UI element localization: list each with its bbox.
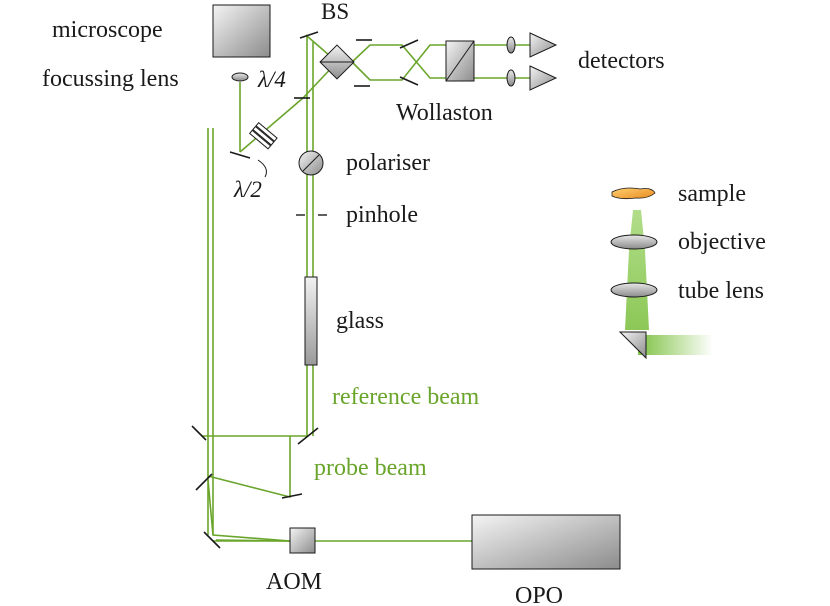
waveplates-icon [248,121,278,150]
label-bs: BS [321,0,349,24]
label-inset-tube-lens: tube lens [678,278,764,304]
mirror-bs-top-left [299,31,319,39]
inset-sample-icon [611,187,656,200]
beam-probe-diagonal [207,436,291,499]
beam-bs-out-b [351,44,446,81]
label-polariser: polariser [346,150,430,176]
beam-fan-left [207,479,291,542]
microscope-box [212,4,271,58]
detector-lens-top-icon [506,36,516,54]
beam-microscope-to-bs [239,61,338,153]
mirror-reference-right [297,427,319,445]
detector-top-icon [529,32,558,58]
label-lambda-half: λ/2 [233,177,262,202]
mirror-bs-out-4 [399,76,419,86]
inset-objective-icon [610,234,658,250]
label-reference-beam: reference beam [332,384,480,410]
detector-lens-bottom-icon [506,69,516,87]
label-focussing-lens: focussing lens [42,66,179,92]
label-glass: glass [336,308,384,334]
focussing-lens-icon [231,72,249,82]
mirror-reference-top-left [191,425,207,441]
label-microscope: microscope [52,17,163,43]
label-aom: AOM [266,569,322,595]
label-opo: OPO [515,583,563,606]
mirror-aom-left [203,531,221,549]
mirror-microscope [229,151,251,159]
label-inset-objective: objective [678,229,766,255]
inset-beam-cone [625,210,649,330]
label-lambda-quarter: λ/4 [257,67,286,92]
label-detectors: detectors [578,48,665,74]
mirror-probe-left [195,473,213,491]
label-inset-sample: sample [678,181,746,207]
label-probe-beam: probe beam [314,455,427,481]
aom-box [289,527,316,554]
polariser-icon [298,150,324,176]
opo-box [471,514,621,570]
beam-fan-left-2 [215,539,291,542]
lambda-half-pointer [257,159,267,178]
beam-bs-out-a [351,44,446,79]
inset-beam-horizontal [638,335,713,355]
label-pinhole: pinhole [346,202,418,228]
mirror-bs-out-3 [399,39,419,49]
mirror-probe-right [281,493,303,499]
beam-splitter-icon [319,44,355,80]
beam-reference-vertical [306,34,338,436]
inset-tube-lens-icon [610,282,658,298]
glass-plate-icon [304,276,318,366]
microscope-inset [610,187,713,360]
wollaston-prism-icon [445,40,475,82]
detector-bottom-icon [529,65,558,91]
label-wollaston: Wollaston [396,100,493,126]
inset-mirror-prism [618,331,647,360]
mirrors [191,31,419,549]
beam-paths [202,34,530,542]
